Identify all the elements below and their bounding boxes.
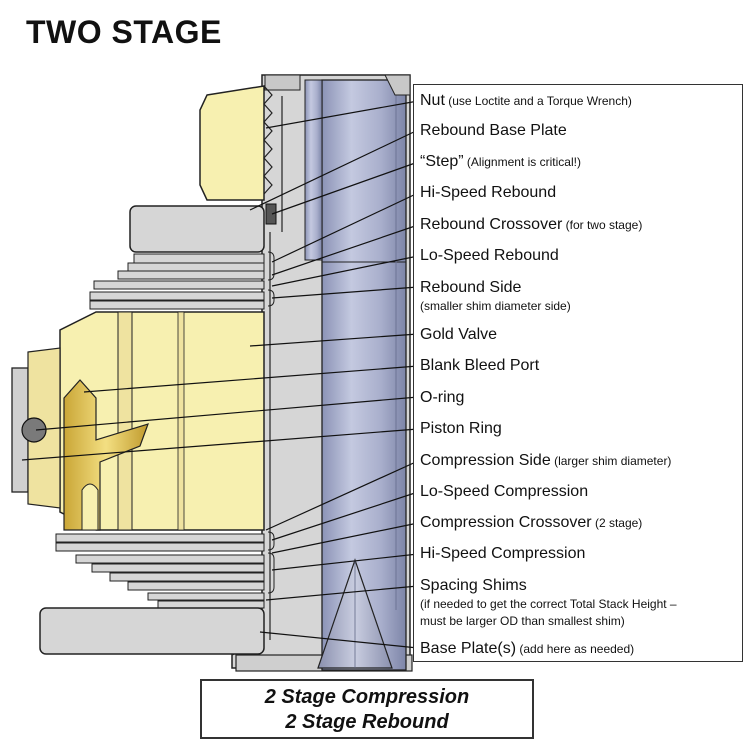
o-ring [21, 417, 47, 443]
label-rebound-side: Rebound Side(smaller shim diameter side) [420, 279, 571, 313]
base-plate [39, 607, 265, 655]
caption-line-1: 2 Stage Compression [264, 686, 470, 708]
label-piston-ring: Piston Ring [420, 420, 502, 437]
label-hi-speed-compression: Hi-Speed Compression [420, 545, 586, 562]
label-o-ring: O-ring [420, 389, 465, 406]
label-lo-speed-rebound: Lo-Speed Rebound [420, 247, 559, 264]
label-gold-valve: Gold Valve [420, 326, 498, 343]
legend-box [413, 84, 743, 662]
rebound-base-plate [129, 205, 265, 253]
label-rebound-crossover: Rebound Crossover (for two stage) [420, 216, 643, 233]
label-lo-speed-compression: Lo-Speed Compression [420, 483, 589, 500]
label-compression-crossover: Compression Crossover (2 stage) [420, 514, 643, 531]
label-hi-speed-rebound: Hi-Speed Rebound [420, 184, 557, 201]
label-base-plates: Base Plate(s) (add here as needed) [420, 640, 635, 657]
page-title: TWO STAGE [26, 14, 222, 50]
label-spacing-shims: Spacing Shims(if needed to get the corre… [420, 577, 677, 628]
label-step: “Step” (Alignment is critical!) [420, 153, 581, 170]
label-compression-side: Compression Side (larger shim diameter) [420, 452, 672, 469]
label-nut: Nut (use Loctite and a Torque Wrench) [420, 92, 632, 109]
center-rod [321, 79, 407, 671]
label-blank-bleed-port: Blank Bleed Port [420, 357, 540, 374]
leader-lines [21, 100, 419, 649]
caption-line-2: 2 Stage Rebound [285, 711, 449, 733]
nut [199, 85, 265, 201]
caption-box: 2 Stage Compression 2 Stage Rebound [200, 679, 534, 739]
step-marker [265, 203, 277, 225]
label-rebound-base-plate: Rebound Base Plate [420, 122, 567, 139]
